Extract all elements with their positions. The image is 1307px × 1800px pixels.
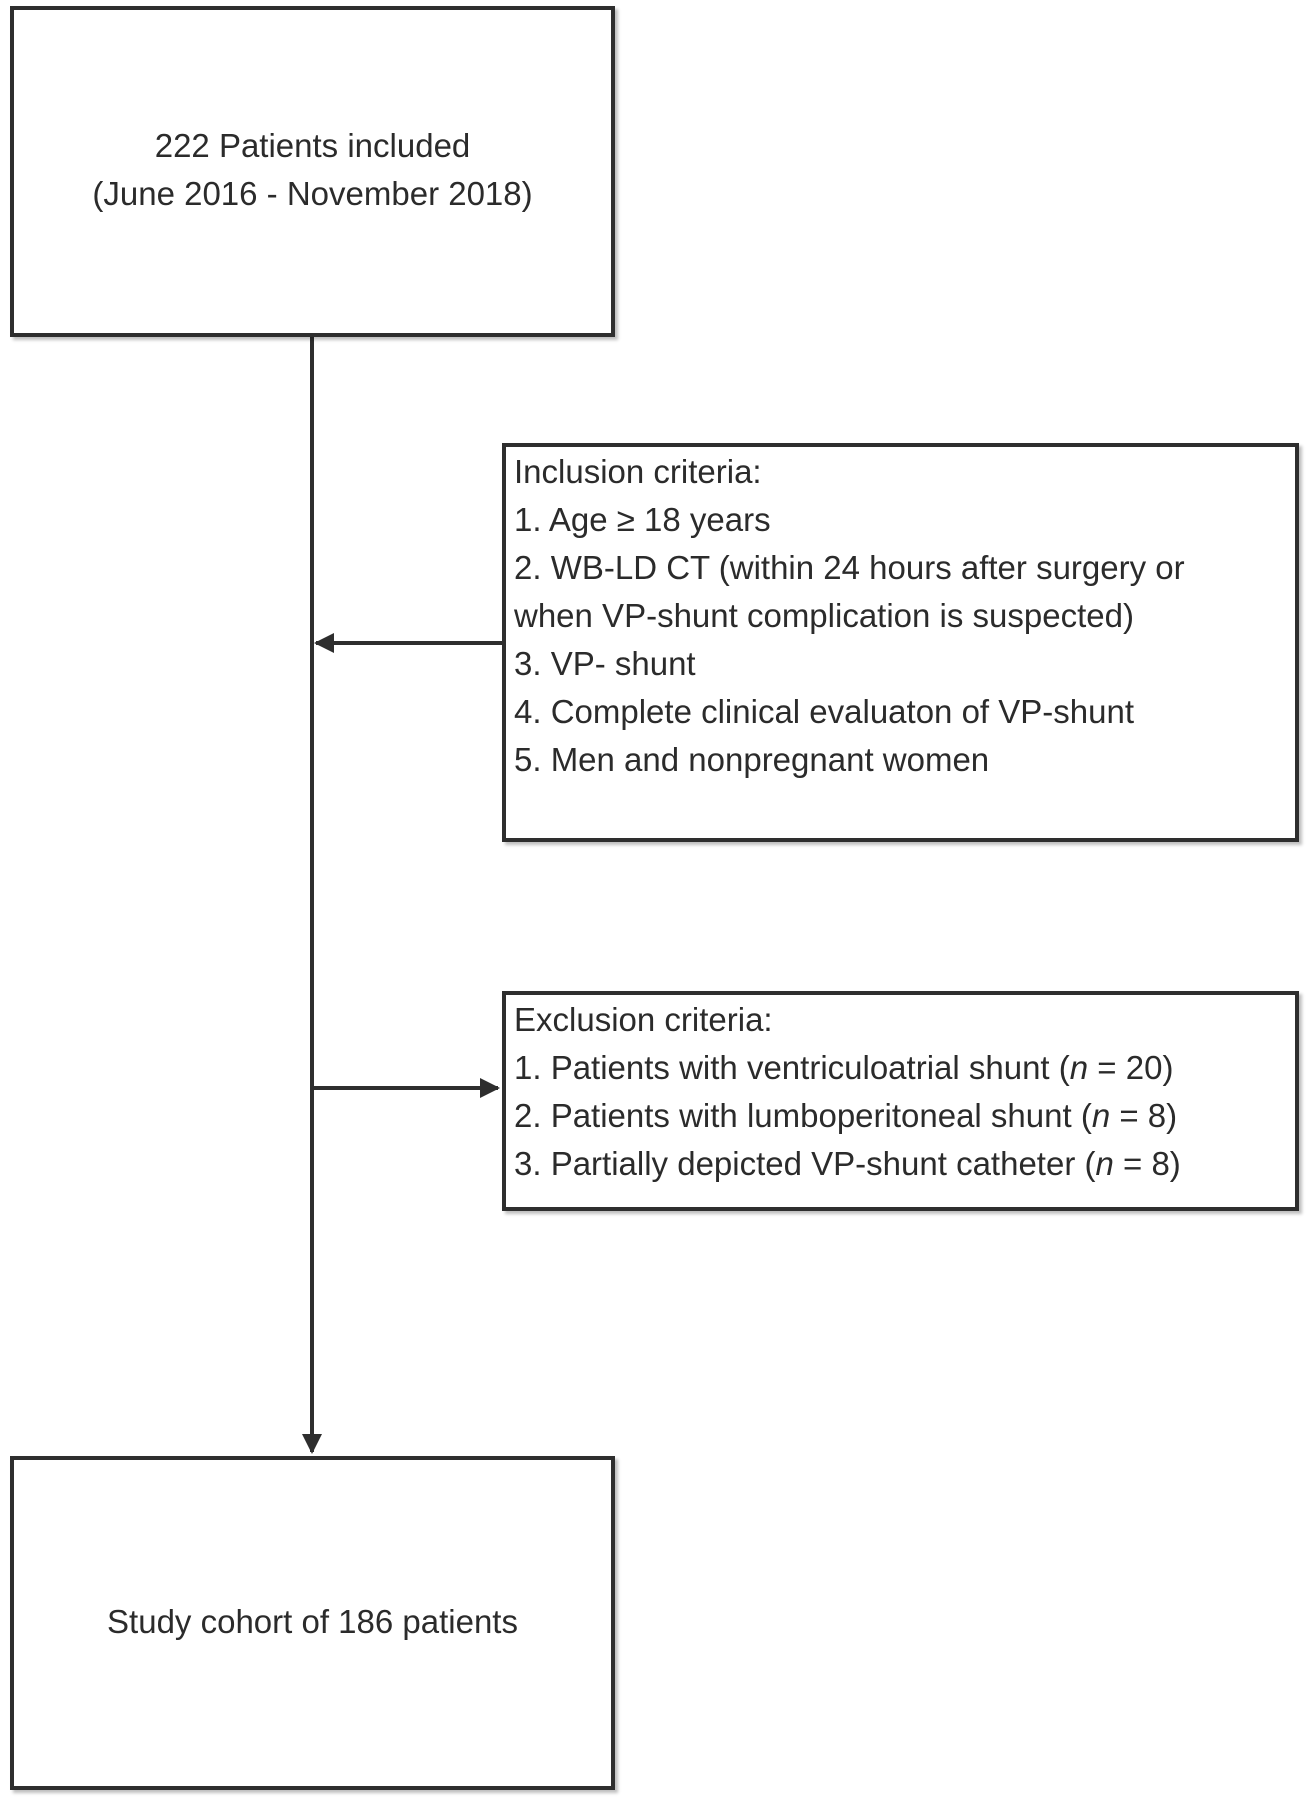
inclusion-item: 5. Men and nonpregnant women bbox=[514, 741, 990, 778]
exclusion-item-open: ( bbox=[1049, 1049, 1070, 1086]
exclusion-item-n: n bbox=[1091, 1097, 1111, 1134]
exclusion-item-count: = 8) bbox=[1110, 1097, 1178, 1134]
exclusion-item-count: = 20) bbox=[1088, 1049, 1174, 1086]
inclusion-item: 4. Complete clinical evaluaton of VP-shu… bbox=[514, 693, 1135, 730]
exclusion-item-open: ( bbox=[1071, 1097, 1092, 1134]
study-cohort-text: Study cohort of 186 patients bbox=[107, 1603, 518, 1640]
enrollment-period: (June 2016 - November 2018) bbox=[92, 175, 533, 212]
exclusion-criteria-box: Exclusion criteria: 1. Patients with ven… bbox=[502, 991, 1299, 1211]
inclusion-item: 3. VP- shunt bbox=[514, 645, 696, 682]
inclusion-criteria-box: Inclusion criteria: 1. Age ≥ 18 years 2.… bbox=[502, 443, 1299, 842]
inclusion-item: when VP-shunt complication is suspected) bbox=[514, 597, 1134, 634]
exclusion-item-text: 2. Patients with lumboperitoneal shunt bbox=[514, 1097, 1072, 1134]
exclusion-criteria-list: Exclusion criteria: 1. Patients with ven… bbox=[514, 996, 1181, 1188]
inclusion-title: Inclusion criteria: bbox=[514, 453, 762, 490]
exclusion-item: 1. Patients with ventriculoatrial shunt … bbox=[514, 1044, 1181, 1092]
exclusion-item-open: ( bbox=[1075, 1145, 1096, 1182]
exclusion-item: 3. Partially depicted VP-shunt catheter … bbox=[514, 1140, 1181, 1188]
inclusion-item: 1. Age ≥ 18 years bbox=[514, 501, 771, 538]
study-cohort-box: Study cohort of 186 patients bbox=[10, 1456, 615, 1790]
exclusion-title: Exclusion criteria: bbox=[514, 1001, 773, 1038]
exclusion-item-n: n bbox=[1069, 1049, 1089, 1086]
exclusion-item-text: 1. Patients with ventriculoatrial shunt bbox=[514, 1049, 1050, 1086]
exclusion-item-text: 3. Partially depicted VP-shunt catheter bbox=[514, 1145, 1076, 1182]
inclusion-criteria-list: Inclusion criteria: 1. Age ≥ 18 years 2.… bbox=[514, 448, 1185, 784]
enrollment-box: 222 Patients included (June 2016 - Novem… bbox=[10, 6, 615, 337]
exclusion-item-n: n bbox=[1095, 1145, 1114, 1182]
exclusion-item-count: = 8) bbox=[1113, 1145, 1181, 1182]
inclusion-item: 2. WB-LD CT (within 24 hours after surge… bbox=[514, 549, 1185, 586]
enrollment-count: 222 Patients included bbox=[154, 127, 471, 164]
exclusion-item: 2. Patients with lumboperitoneal shunt (… bbox=[514, 1092, 1181, 1140]
enrollment-text: 222 Patients included (June 2016 - Novem… bbox=[14, 122, 611, 218]
